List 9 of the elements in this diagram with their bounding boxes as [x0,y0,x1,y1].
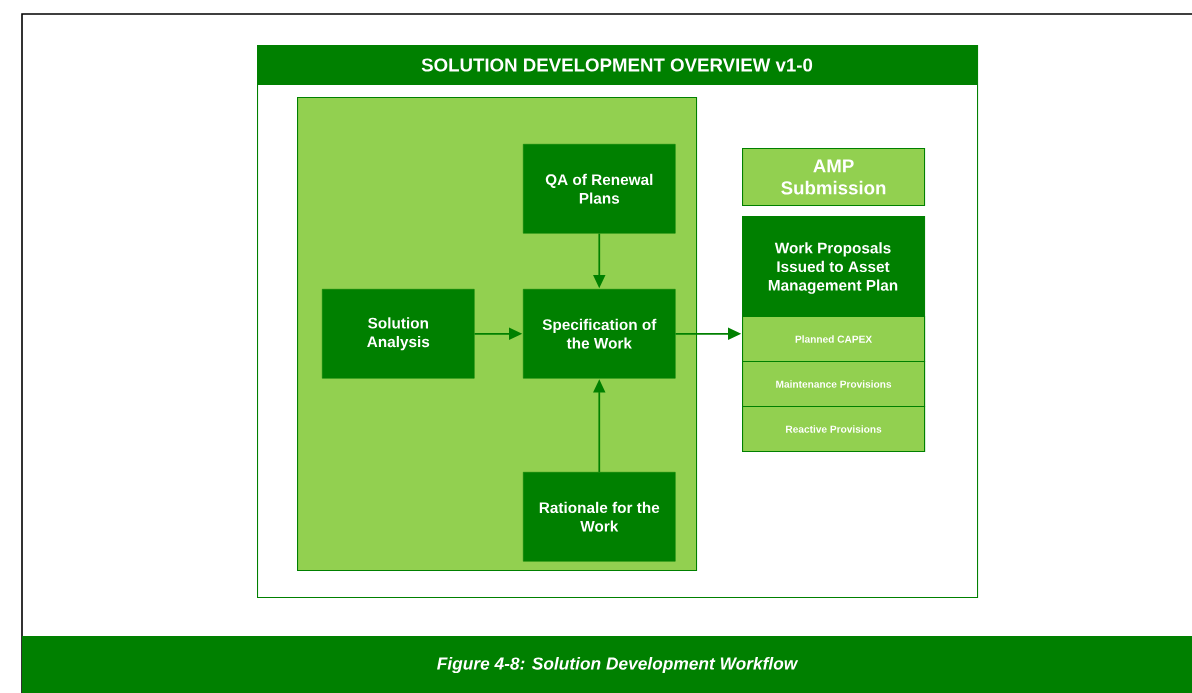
process-box: Specification of the Work [523,289,676,379]
submission-box: AMP Submission [742,148,926,207]
process-box: Solution Analysis [322,289,475,379]
provision-row: Maintenance Provisions [742,361,926,408]
process-box: Rationale for the Work [523,472,676,562]
caption-bar: Figure 4-8: Solution Development Workflow [22,636,1192,693]
provision-row: Reactive Provisions [742,406,926,453]
process-box: QA of Renewal Plans [523,144,676,234]
provision-row: Planned CAPEX [742,316,926,363]
